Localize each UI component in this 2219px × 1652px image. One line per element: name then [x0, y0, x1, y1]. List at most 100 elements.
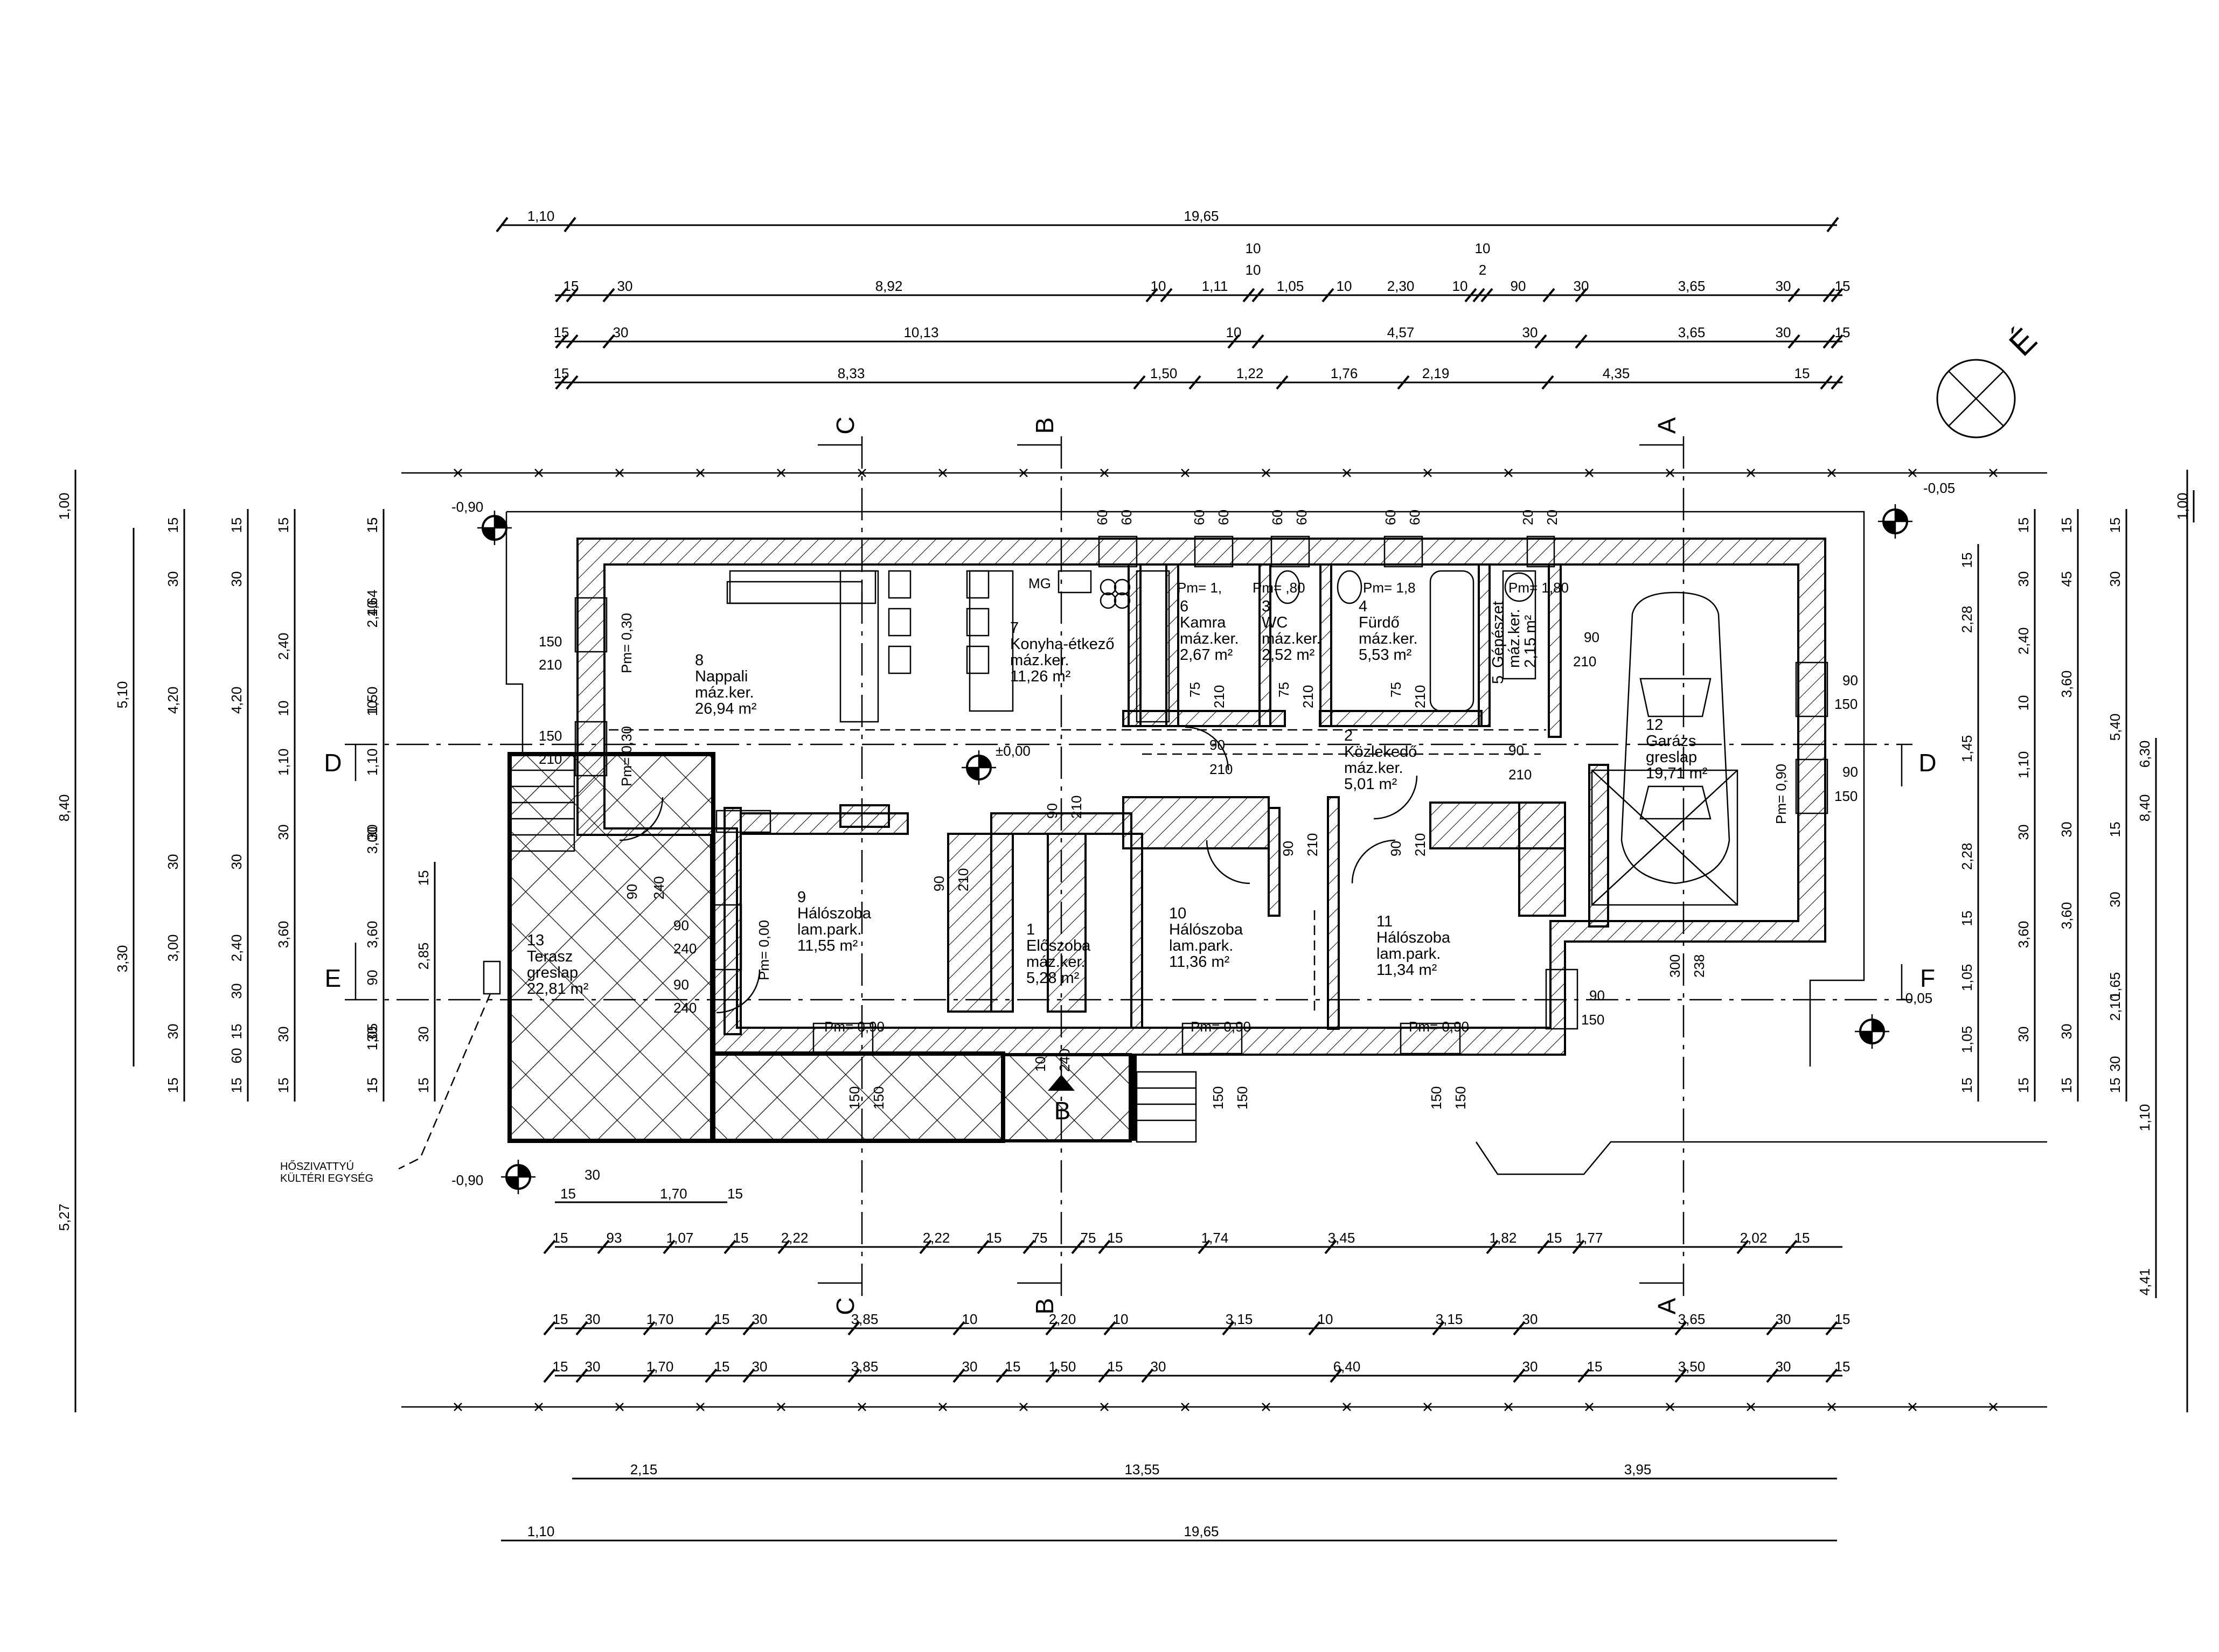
dim-tick — [952, 1321, 965, 1336]
heat-pump-callout: HŐSZIVATTYÚ KÜLTÉRI EGYSÉG — [280, 960, 501, 1184]
dim-tick — [1071, 1239, 1084, 1254]
dim-text: 15 — [714, 1311, 730, 1327]
dim-text: 15 — [553, 1311, 568, 1327]
opening-dim: 10 — [1032, 1056, 1048, 1072]
dim-tick — [1736, 1239, 1749, 1254]
dim-tick — [1472, 288, 1485, 303]
dim-text: 30 — [1522, 1311, 1538, 1327]
dim-text: 1,77 — [1576, 1230, 1603, 1246]
dim-text: 30 — [364, 825, 380, 840]
dim-text: 1,70 — [646, 1358, 674, 1375]
opening-dim: 300 — [1667, 954, 1683, 978]
room-number: 2 — [1344, 727, 1353, 744]
dim-text: 1,74 — [1201, 1230, 1229, 1246]
room-number: 12 — [1646, 716, 1663, 734]
dim-text: 15 — [1835, 324, 1851, 340]
dim-tick — [1324, 1239, 1337, 1254]
dim-text: 3,85 — [851, 1358, 879, 1375]
dim-text: 2,28 — [1959, 606, 1975, 633]
room-name: Hálószoba — [1376, 929, 1451, 946]
opening-dim: 60 — [1407, 510, 1423, 525]
dim-text: 1,10 — [527, 208, 555, 224]
dim-text: 3,15 — [1226, 1311, 1253, 1327]
dim-tick — [602, 334, 615, 349]
dim-text: 2,22 — [781, 1230, 809, 1246]
opening-dim: 150 — [846, 1086, 862, 1110]
dim-tick — [1397, 375, 1410, 390]
boundary-x-mark — [696, 1403, 705, 1411]
dim-tick — [1831, 334, 1844, 349]
dim-text: 10 — [1246, 240, 1261, 256]
dim-text: 2,15 — [630, 1461, 658, 1477]
dim-text: 1,50 — [1150, 365, 1178, 381]
dim-tick — [663, 1239, 676, 1254]
dim-text: 15 — [2015, 518, 2032, 533]
dim-tick — [1575, 288, 1588, 303]
boundary-x-mark — [1827, 1403, 1836, 1411]
dim-text: 15 — [986, 1230, 1002, 1246]
heat-pump-label: KÜLTÉRI EGYSÉG — [280, 1172, 373, 1184]
dim-text: 15 — [364, 1078, 380, 1093]
dim-text: 15 — [1835, 1358, 1851, 1375]
dim-text: 3,65 — [1678, 1311, 1706, 1327]
dim-tick — [566, 288, 579, 303]
dim-text: 45 — [2058, 571, 2075, 587]
dim-text: 3,00 — [165, 935, 181, 962]
opening-width: 90 — [1842, 672, 1858, 688]
dim-tick — [543, 1368, 556, 1383]
dim-tick — [1022, 1239, 1035, 1254]
dim-text: 3,15 — [1436, 1311, 1463, 1327]
dim-tick — [1513, 1368, 1526, 1383]
dim-text: 1,50 — [1049, 1358, 1076, 1375]
dim-text: 30 — [2015, 571, 2032, 587]
boundary-x-mark — [777, 469, 785, 477]
opening-height: 240 — [673, 1000, 697, 1016]
dim-text: 15 — [228, 1078, 245, 1093]
dim-text: 93 — [607, 1230, 622, 1246]
dim-text: 15 — [165, 518, 181, 533]
boundary-x-mark — [1100, 1403, 1109, 1411]
axis-label-bottom-b: B — [1031, 1298, 1059, 1315]
boundary-x-mark — [1989, 1403, 1998, 1411]
dim-tick — [1486, 1239, 1499, 1254]
dim-tick — [1308, 1321, 1321, 1336]
dim-text: 15 — [1005, 1358, 1021, 1375]
boundary-x-mark — [1262, 469, 1270, 477]
room-area: 11,34 m² — [1376, 961, 1437, 979]
dim-tick — [724, 1239, 736, 1254]
dim-text: 10 — [1475, 240, 1491, 256]
axis-label-right-f: F — [1920, 964, 1935, 992]
dim-tick — [1572, 1239, 1585, 1254]
dim-tick — [1822, 334, 1835, 349]
dim-tick — [1242, 288, 1255, 303]
dim-tick — [1674, 1368, 1687, 1383]
dim-tick — [1432, 1321, 1445, 1336]
boundary-x-mark — [1019, 469, 1028, 477]
opening-width: 90 — [624, 884, 640, 900]
dim-text: 10 — [962, 1311, 978, 1327]
room-floor: lam.park. — [1376, 945, 1441, 963]
dim-text: 2,19 — [1422, 365, 1450, 381]
dim-text: 15 — [2058, 518, 2075, 533]
dim-text: 15 — [228, 1024, 245, 1040]
boundary-x-mark — [1747, 469, 1755, 477]
room-number: 5 — [1490, 675, 1507, 684]
boundary-x-mark — [1019, 1403, 1028, 1411]
axis-label-bottom-a: A — [1653, 1298, 1681, 1314]
dim-text: 3,95 — [1624, 1461, 1652, 1477]
opening-dim: 60 — [1293, 510, 1310, 525]
dim-text: 30 — [617, 278, 633, 294]
dim-text: 15 — [560, 1186, 576, 1202]
dim-text: 15 — [1835, 1311, 1851, 1327]
opening-dim: 150 — [1428, 1086, 1444, 1110]
boundary-x-mark — [615, 469, 624, 477]
dim-text: 8,40 — [2137, 794, 2153, 822]
dim-text: 8,40 — [56, 794, 72, 822]
room-area: 5,28 m² — [1026, 970, 1080, 987]
boundary-x-mark — [1989, 469, 1998, 477]
opening-height: 150 — [1834, 696, 1858, 712]
dim-text: 4,20 — [165, 687, 181, 714]
room-8-label: 8 Nappali máz.ker. 26,94 m² — [695, 652, 757, 717]
boundary-x-mark — [858, 469, 866, 477]
